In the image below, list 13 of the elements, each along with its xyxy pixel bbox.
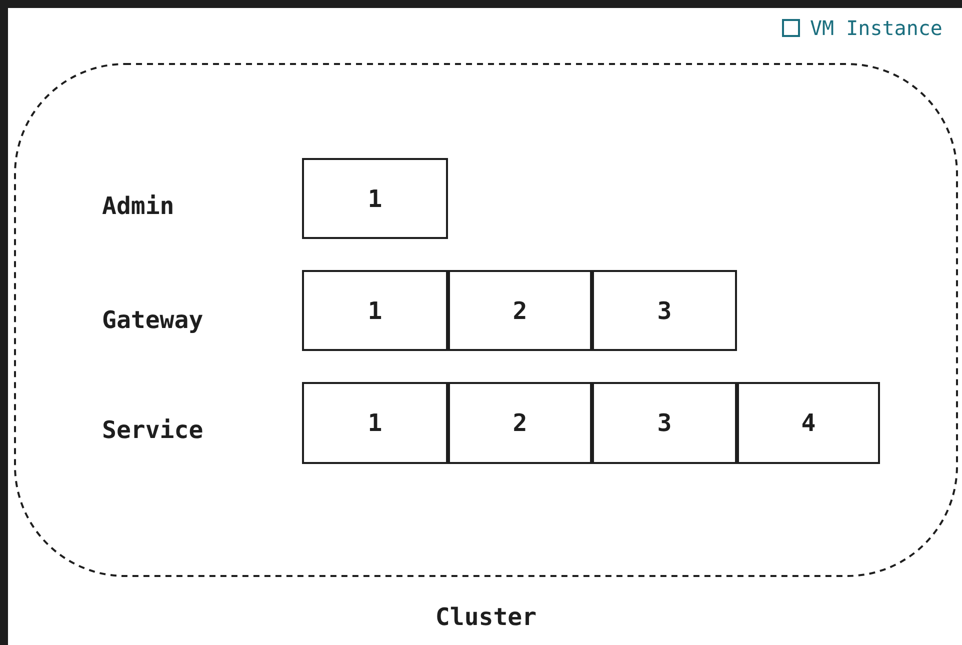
vm-instance-box: 3 <box>592 382 737 464</box>
cluster-label: Cluster <box>435 603 537 631</box>
vm-instance-box: 2 <box>448 270 592 351</box>
row-label: Service <box>102 416 204 444</box>
vm-instance-box: 1 <box>302 270 448 351</box>
vm-instance-box: 4 <box>737 382 880 464</box>
row-label: Gateway <box>102 306 204 334</box>
vm-instance-box: 1 <box>302 158 448 239</box>
vm-instance-box: 3 <box>592 270 737 351</box>
vm-instance-box: 2 <box>448 382 592 464</box>
legend-text: VM Instance <box>810 16 942 40</box>
vm-instance-box: 1 <box>302 382 448 464</box>
row-label: Admin <box>102 192 174 220</box>
